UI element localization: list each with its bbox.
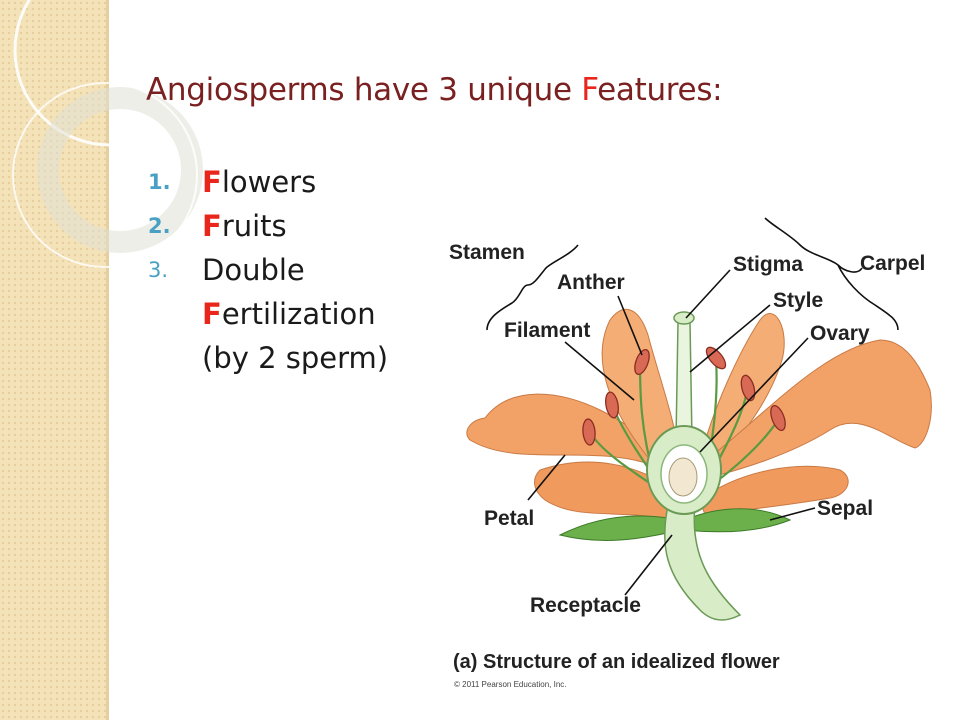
label-filament: Filament [504, 319, 590, 342]
list-item: 1. Flowers [148, 160, 448, 204]
sepal-right [684, 508, 792, 533]
item-text-line3: (by 2 sperm) [202, 341, 389, 375]
copyright-notice: © 2011 Pearson Education, Inc. [454, 680, 566, 689]
label-stamen: Stamen [449, 241, 525, 264]
sidebar-circles-decoration [12, 0, 207, 268]
title-suffix: eatures: [597, 72, 723, 108]
list-number: 2. [148, 214, 171, 238]
stamen-bracket [486, 244, 579, 331]
sepal-left [558, 515, 681, 541]
receptacle-leader [624, 534, 673, 596]
label-sepal: Sepal [817, 497, 873, 520]
label-style: Style [773, 289, 823, 312]
slide-title: Angiosperms have 3 unique Features: [146, 72, 723, 108]
filament-leader [564, 341, 635, 401]
label-ovary: Ovary [810, 322, 870, 345]
list-item: 2. Fruits [148, 204, 448, 248]
anthers [582, 346, 786, 446]
stigma-leader [685, 269, 731, 319]
petal-leader [527, 454, 566, 501]
label-stigma: Stigma [733, 253, 803, 276]
carpel-style [675, 321, 693, 441]
ovule-shape [668, 457, 698, 497]
anther-leader [617, 295, 643, 356]
accent-letter: F [202, 297, 222, 331]
stigma-shape [673, 311, 695, 325]
style-leader [689, 304, 771, 373]
label-anther: Anther [557, 271, 625, 294]
carpel-bracket [764, 217, 899, 331]
item-text: ruits [221, 209, 287, 243]
list-number: 3. [148, 258, 169, 282]
ovary-leader [699, 337, 809, 453]
feature-list: 1. Flowers 2. Fruits 3. Double Fertiliza… [148, 160, 448, 380]
label-carpel: Carpel [860, 252, 925, 275]
item-text-line1: Double [202, 253, 305, 287]
label-petal: Petal [484, 507, 534, 530]
sepal-leader [769, 507, 816, 521]
diagram-caption: (a) Structure of an idealized flower [453, 651, 780, 673]
item-text-line2: Fertilization [202, 292, 448, 336]
receptacle-stem [663, 504, 742, 621]
list-number: 1. [148, 170, 171, 194]
accent-letter: F [202, 209, 222, 243]
label-receptacle: Receptacle [530, 594, 641, 617]
title-prefix: Angiosperms have 3 unique [146, 72, 582, 108]
accent-letter: F [202, 165, 222, 199]
list-item: 3. Double Fertilization (by 2 sperm) [148, 248, 448, 380]
item-text: ertilization [221, 297, 376, 331]
item-text: lowers [221, 165, 317, 199]
title-accent: F [581, 72, 598, 108]
